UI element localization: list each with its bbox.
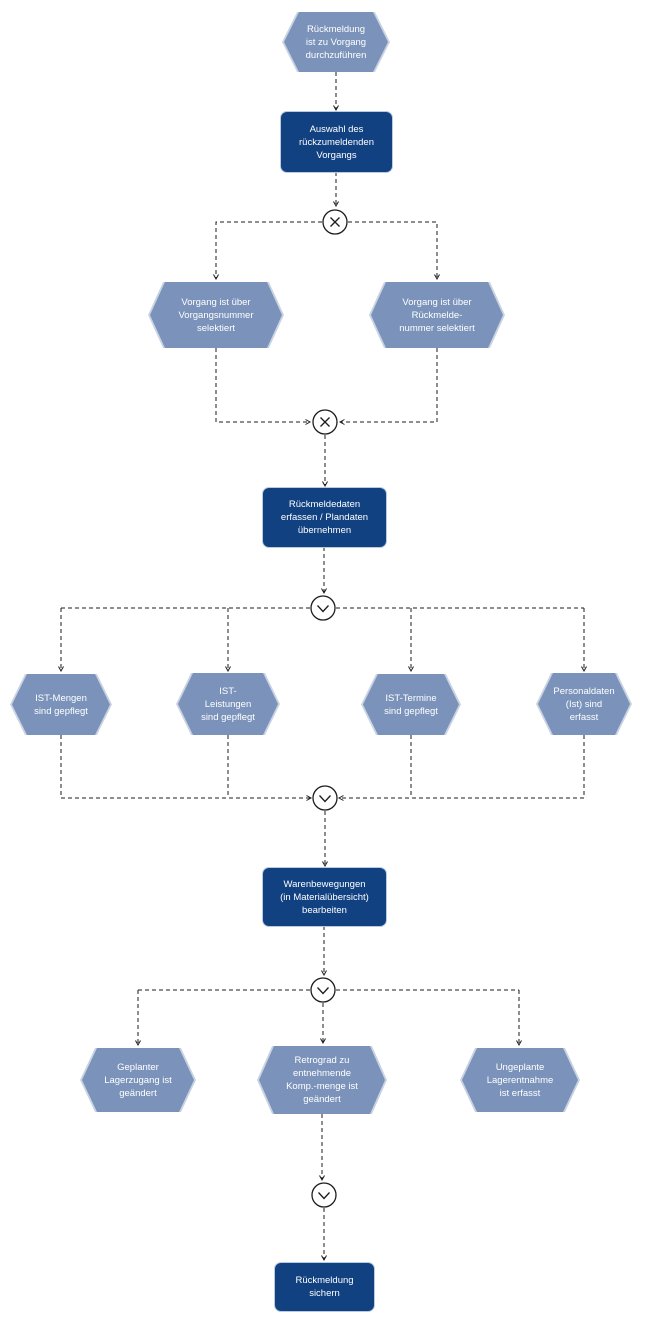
event-personaldaten-erfasst[interactable]: Personaldaten (Ist) sind erfasst bbox=[536, 673, 632, 735]
event-rueckmeldung-durchzufuehren[interactable]: Rückmeldung ist zu Vorgang durchzuführen bbox=[282, 12, 390, 72]
event-label: Retrograd zu entnehmende Komp.-menge ist… bbox=[286, 1055, 358, 1105]
function-label: Warenbewegungen (in Materialübersicht) b… bbox=[280, 878, 369, 916]
or-icon bbox=[310, 977, 336, 1003]
event-label: Vorgang ist über Rückmelde- nummer selek… bbox=[399, 296, 475, 334]
edge-xor1-e2 bbox=[213, 221, 322, 281]
event-label: Geplanter Lagerzugang ist geändert bbox=[104, 1061, 172, 1099]
event-retrograd-kompmenge-geaendert[interactable]: Retrograd zu entnehmende Komp.-menge ist… bbox=[257, 1046, 387, 1114]
or-icon bbox=[311, 1182, 337, 1208]
event-body: Ungeplante Lagerentnahme ist erfasst bbox=[462, 1048, 578, 1112]
edge-e2-xor2 bbox=[215, 348, 312, 425]
event-ist-mengen-gepflegt[interactable]: IST-Mengen sind gepflegt bbox=[10, 674, 112, 735]
event-vorgang-vorgangsnummer-selektiert[interactable]: Vorgang ist über Vorgangsnummer selektie… bbox=[148, 282, 284, 348]
event-body: Vorgang ist über Rückmelde- nummer selek… bbox=[371, 282, 503, 348]
function-label: Rückmeldung sichern bbox=[295, 1275, 354, 1299]
event-geplanter-lagerzugang-geaendert[interactable]: Geplanter Lagerzugang ist geändert bbox=[80, 1048, 196, 1112]
connector-or-3[interactable] bbox=[310, 977, 336, 1003]
event-label: IST-Mengen sind gepflegt bbox=[34, 692, 88, 717]
function-label: Auswahl des rückzumeldenden Vorgangs bbox=[299, 123, 374, 161]
edges bbox=[58, 72, 587, 1262]
connector-xor-2[interactable] bbox=[312, 409, 338, 435]
event-ungeplante-lagerentnahme-erfasst[interactable]: Ungeplante Lagerentnahme ist erfasst bbox=[460, 1048, 580, 1112]
event-body: Retrograd zu entnehmende Komp.-menge ist… bbox=[259, 1046, 385, 1114]
event-label: IST-Termine sind gepflegt bbox=[384, 692, 438, 717]
event-label: Rückmeldung ist zu Vorgang durchzuführen bbox=[305, 23, 367, 61]
connector-or-2[interactable] bbox=[312, 785, 338, 811]
function-rueckmeldung-sichern[interactable]: Rückmeldung sichern bbox=[275, 1263, 374, 1311]
event-body: IST-Mengen sind gepflegt bbox=[12, 674, 110, 735]
xor-icon bbox=[312, 409, 338, 435]
event-body: Vorgang ist über Vorgangsnummer selektie… bbox=[150, 282, 282, 348]
connector-xor-1[interactable] bbox=[322, 209, 348, 235]
or-icon bbox=[312, 785, 338, 811]
function-warenbewegungen-bearbeiten[interactable]: Warenbewegungen (in Materialübersicht) b… bbox=[263, 868, 386, 926]
event-body: IST-Termine sind gepflegt bbox=[363, 674, 459, 735]
event-body: IST- Leistungen sind gepflegt bbox=[178, 673, 278, 735]
event-ist-leistungen-gepflegt[interactable]: IST- Leistungen sind gepflegt bbox=[176, 673, 280, 735]
or-icon bbox=[310, 595, 336, 621]
event-label: IST- Leistungen sind gepflegt bbox=[201, 685, 255, 723]
function-rueckmeldedaten-erfassen[interactable]: Rückmeldedaten erfassen / Plandaten über… bbox=[263, 488, 386, 547]
event-body: Rückmeldung ist zu Vorgang durchzuführen bbox=[284, 12, 388, 72]
event-label: Personaldaten (Ist) sind erfasst bbox=[553, 685, 615, 723]
edge-e3-xor2 bbox=[338, 348, 438, 425]
function-auswahl-vorgang[interactable]: Auswahl des rückzumeldenden Vorgangs bbox=[281, 112, 392, 172]
connector-or-4[interactable] bbox=[311, 1182, 337, 1208]
event-body: Geplanter Lagerzugang ist geändert bbox=[82, 1048, 194, 1112]
function-label: Rückmeldedaten erfassen / Plandaten über… bbox=[280, 499, 369, 536]
event-body: Personaldaten (Ist) sind erfasst bbox=[538, 673, 630, 735]
event-ist-termine-gepflegt[interactable]: IST-Termine sind gepflegt bbox=[361, 674, 461, 735]
xor-icon bbox=[322, 209, 348, 235]
event-vorgang-rueckmeldenummer-selektiert[interactable]: Vorgang ist über Rückmelde- nummer selek… bbox=[369, 282, 505, 348]
edge-xor1-e3 bbox=[348, 221, 440, 281]
event-label: Ungeplante Lagerentnahme ist erfasst bbox=[486, 1061, 554, 1099]
connector-or-1[interactable] bbox=[310, 595, 336, 621]
event-label: Vorgang ist über Vorgangsnummer selektie… bbox=[178, 296, 254, 334]
